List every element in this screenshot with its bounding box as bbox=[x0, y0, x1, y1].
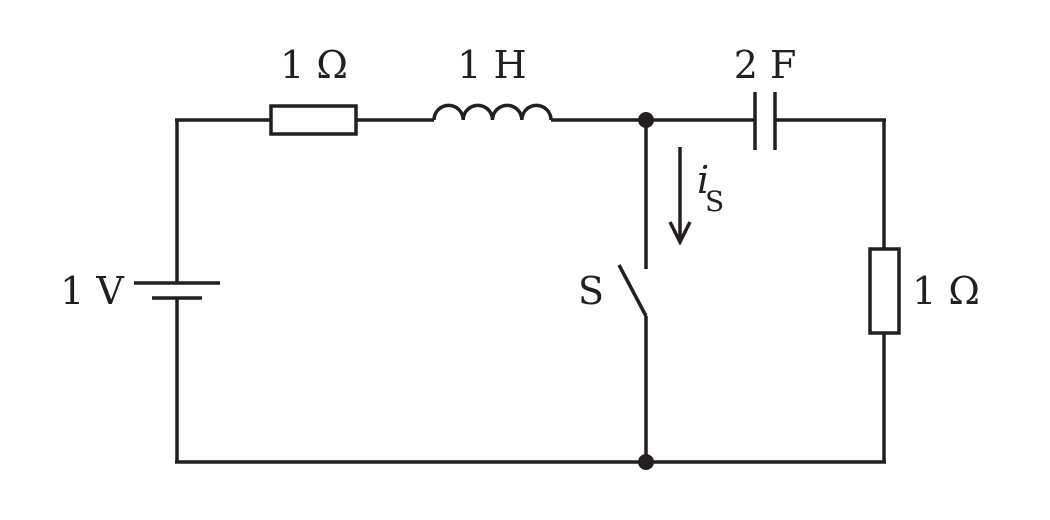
junction-bottom bbox=[638, 454, 654, 470]
label-current-symbol: i bbox=[697, 158, 709, 202]
label-resistor-right: 1 Ω bbox=[912, 269, 980, 313]
wires bbox=[175, 118, 886, 464]
label-source: 1 V bbox=[60, 269, 124, 313]
junction-top bbox=[638, 112, 654, 128]
voltage-source bbox=[134, 281, 220, 300]
label-capacitor: 2 F bbox=[734, 43, 797, 87]
label-inductor: 1 H bbox=[457, 43, 526, 87]
current-arrow-icon bbox=[668, 147, 692, 246]
resistor-top bbox=[269, 104, 358, 136]
resistor-right bbox=[868, 247, 901, 335]
switch-blade bbox=[617, 264, 648, 317]
current-arrow-head bbox=[668, 221, 692, 246]
label-switch: S bbox=[578, 269, 604, 313]
label-current-subscript: S bbox=[705, 185, 724, 218]
inductor bbox=[432, 103, 553, 121]
label-resistor-top: 1 Ω bbox=[280, 43, 348, 87]
capacitor bbox=[753, 92, 777, 150]
